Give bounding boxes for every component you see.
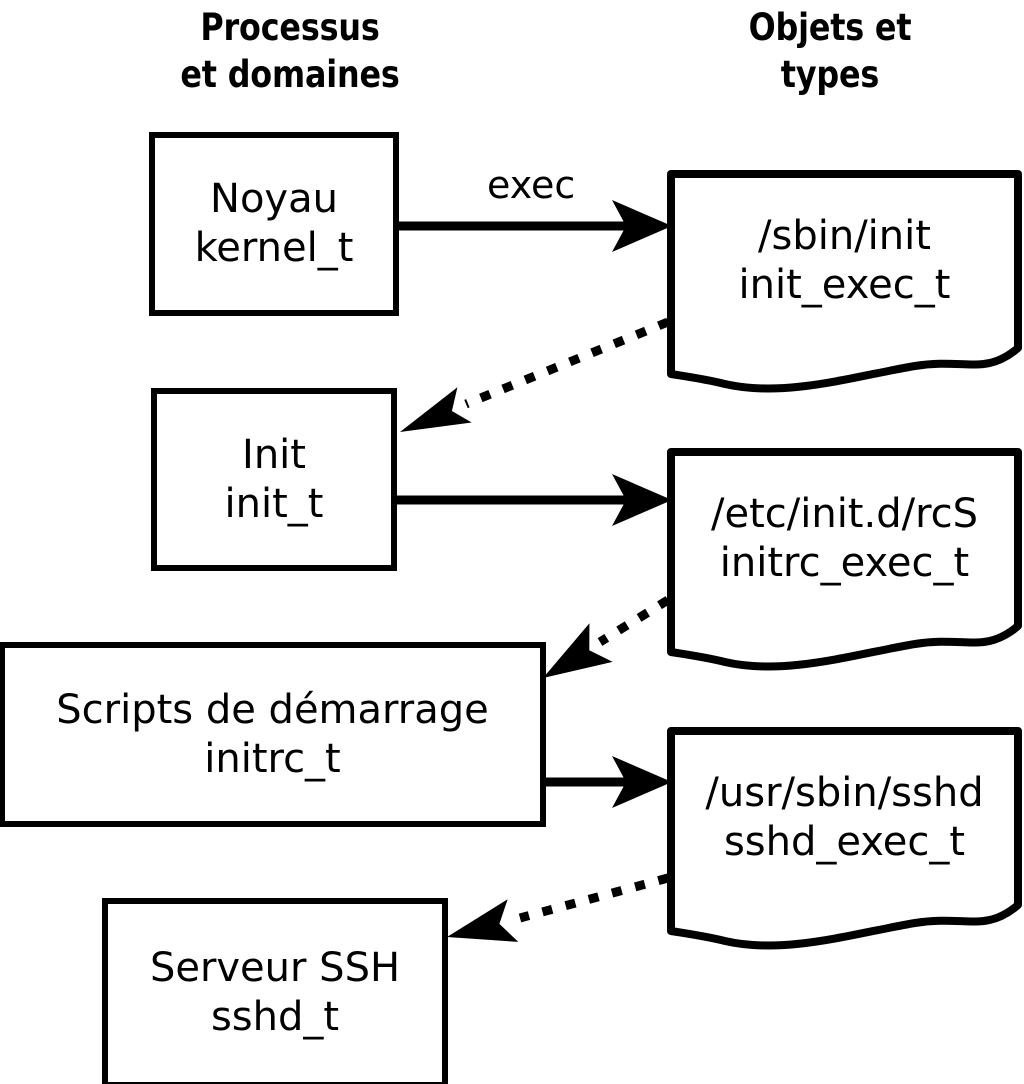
process-box-kernel[interactable]: Noyau kernel_t	[149, 132, 399, 316]
document-shape-icon	[667, 170, 1022, 393]
edge-sshdexec-to-sshd	[447, 873, 670, 942]
column-header-processes: Processus et domaines	[180, 6, 400, 97]
column-header-objects: Objets et types	[748, 6, 912, 97]
object-document-initrc-exec[interactable]: /etc/init.d/rcS initrc_exec_t	[665, 448, 1024, 684]
edge-initexec-to-init	[400, 317, 670, 432]
process-box-init-line2: init_t	[224, 480, 324, 527]
edge-kernel-exec-init	[398, 200, 672, 252]
edge-init-exec-rcs	[396, 474, 672, 526]
process-box-sshd-line2: sshd_t	[210, 994, 340, 1040]
process-box-initrc-line2: initrc_t	[204, 735, 341, 782]
process-box-init-line1: Init	[242, 431, 306, 478]
process-box-initrc[interactable]: Scripts de démarrage initrc_t	[0, 642, 546, 827]
process-box-init[interactable]: Init init_t	[151, 388, 397, 571]
process-box-sshd[interactable]: Serveur SSH sshd_t	[102, 898, 448, 1084]
edge-label-exec: exec	[487, 163, 576, 207]
document-shape-icon	[667, 448, 1022, 671]
edge-rcsexec-to-initrc	[543, 596, 671, 678]
process-box-kernel-line2: kernel_t	[194, 225, 354, 271]
process-box-initrc-line1: Scripts de démarrage	[56, 686, 489, 733]
object-document-sshd-exec[interactable]: /usr/sbin/sshd sshd_exec_t	[665, 727, 1024, 963]
edge-initrc-exec-sshd	[545, 756, 672, 808]
object-document-init-exec[interactable]: /sbin/init init_exec_t	[665, 170, 1024, 406]
document-shape-icon	[667, 727, 1022, 950]
process-box-kernel-line1: Noyau	[210, 176, 338, 223]
process-box-sshd-line1: Serveur SSH	[149, 945, 401, 992]
